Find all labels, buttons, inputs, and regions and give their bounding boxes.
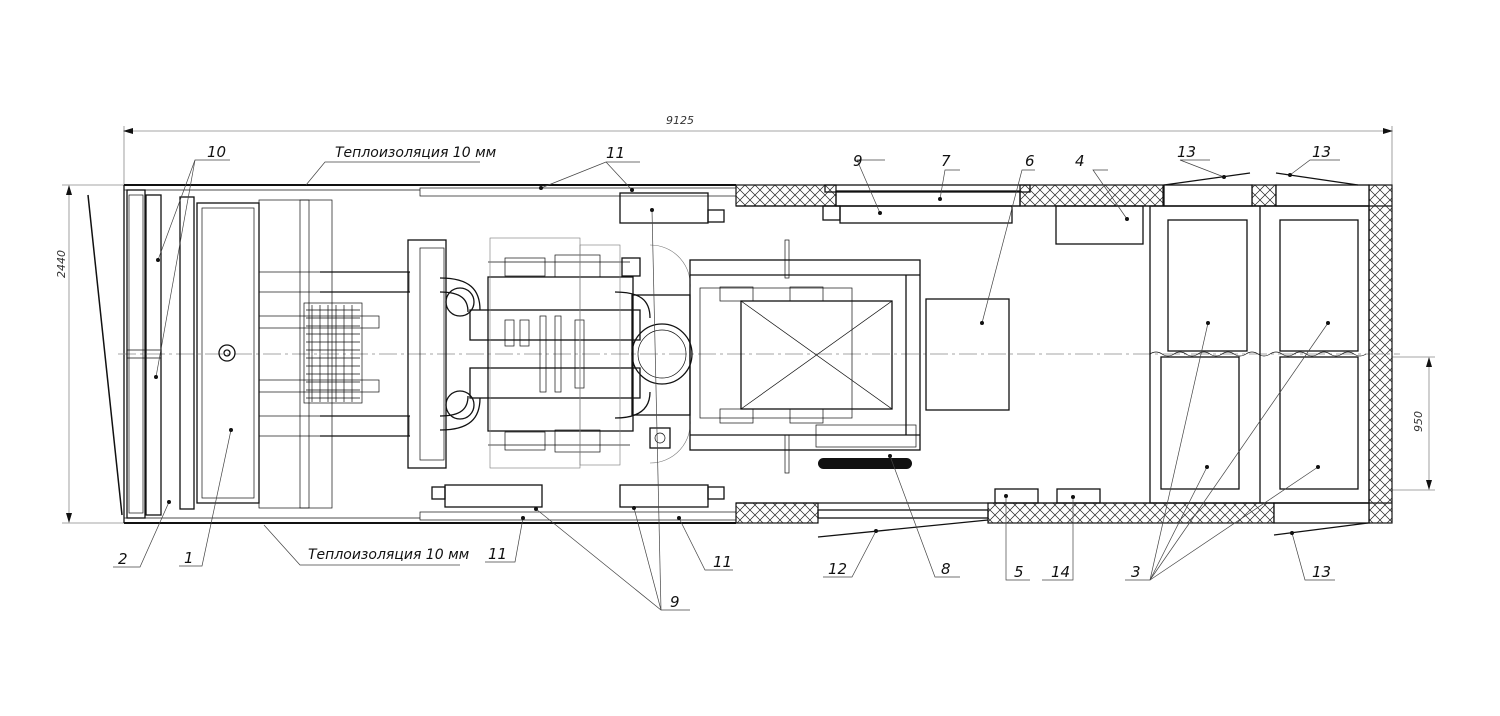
- callout-13-top-left: 13: [1177, 143, 1196, 161]
- item-9-bottom-middle: [619, 484, 709, 508]
- dimension-width-label: 2440: [55, 250, 68, 278]
- dimension-length-label: 9125: [666, 114, 694, 127]
- insulation-note-top: Теплоизоляция 10 мм: [335, 145, 497, 161]
- item-12-louvre: [817, 509, 989, 519]
- wall-top-insulated-1: [735, 184, 837, 207]
- callout-10: 10: [207, 143, 226, 161]
- item-13-door-top-left: [1163, 172, 1251, 186]
- callout-9-top: 9: [853, 152, 863, 170]
- callout-1: 1: [184, 549, 194, 567]
- item-3-compartment: [1149, 205, 1370, 504]
- callout-12: 12: [828, 560, 847, 578]
- item-3-cell-1: [1167, 219, 1248, 352]
- callout-13-top-right: 13: [1312, 143, 1331, 161]
- item-6-control-panel: [925, 298, 1010, 411]
- insulation-note-bottom: Теплоизоляция 10 мм: [308, 547, 470, 563]
- wall-bottom-insulated-1: [735, 502, 819, 524]
- radiator-grid: [306, 305, 360, 402]
- item-9-top-right: [839, 205, 1013, 224]
- callout-4: 4: [1075, 152, 1085, 170]
- callout-5: 5: [1014, 563, 1024, 581]
- item-8-ground-bar: [818, 458, 912, 469]
- item-3-cell-3: [1160, 356, 1240, 490]
- item-9-bottom-left: [444, 484, 543, 508]
- callout-11-top: 11: [606, 144, 625, 162]
- callout-14: 14: [1051, 563, 1070, 581]
- item-9-top-middle: [619, 192, 709, 224]
- item-11-bottom-rail: [419, 511, 737, 521]
- callout-13-bottom: 13: [1312, 563, 1331, 581]
- callout-8: 8: [941, 560, 951, 578]
- item-13-door-bottom: [1273, 522, 1369, 536]
- item-4-box: [1055, 205, 1144, 245]
- alternator-frame: [689, 239, 921, 474]
- leader-lines: [113, 159, 1340, 611]
- item-3-cell-2: [1279, 219, 1359, 352]
- item-5-box: [994, 488, 1039, 504]
- dimension-length: 9125: [123, 114, 1393, 185]
- wall-top-insulated-3: [1251, 184, 1277, 207]
- engine: [320, 237, 693, 469]
- wall-top-insulated-2: [1019, 184, 1164, 207]
- callout-2: 2: [118, 550, 128, 568]
- dimension-width: 2440: [55, 184, 124, 524]
- wall-bottom-insulated-2: [987, 502, 1275, 524]
- callout-9-bottom: 9: [670, 593, 680, 611]
- dimension-950-label: 950: [1412, 411, 1425, 432]
- callout-11-bottom-left: 11: [488, 545, 507, 563]
- item-11-top-rail: [419, 187, 737, 197]
- item-7-panel: [835, 190, 1021, 207]
- item-3-cell-4: [1279, 356, 1359, 490]
- callout-11-bottom-right: 11: [713, 553, 732, 571]
- callout-7: 7: [941, 152, 951, 170]
- item-14-box: [1056, 488, 1101, 504]
- callout-3: 3: [1131, 563, 1141, 581]
- dimension-950: 950: [1392, 356, 1435, 491]
- callout-6: 6: [1025, 152, 1035, 170]
- radiator-section: [87, 189, 410, 519]
